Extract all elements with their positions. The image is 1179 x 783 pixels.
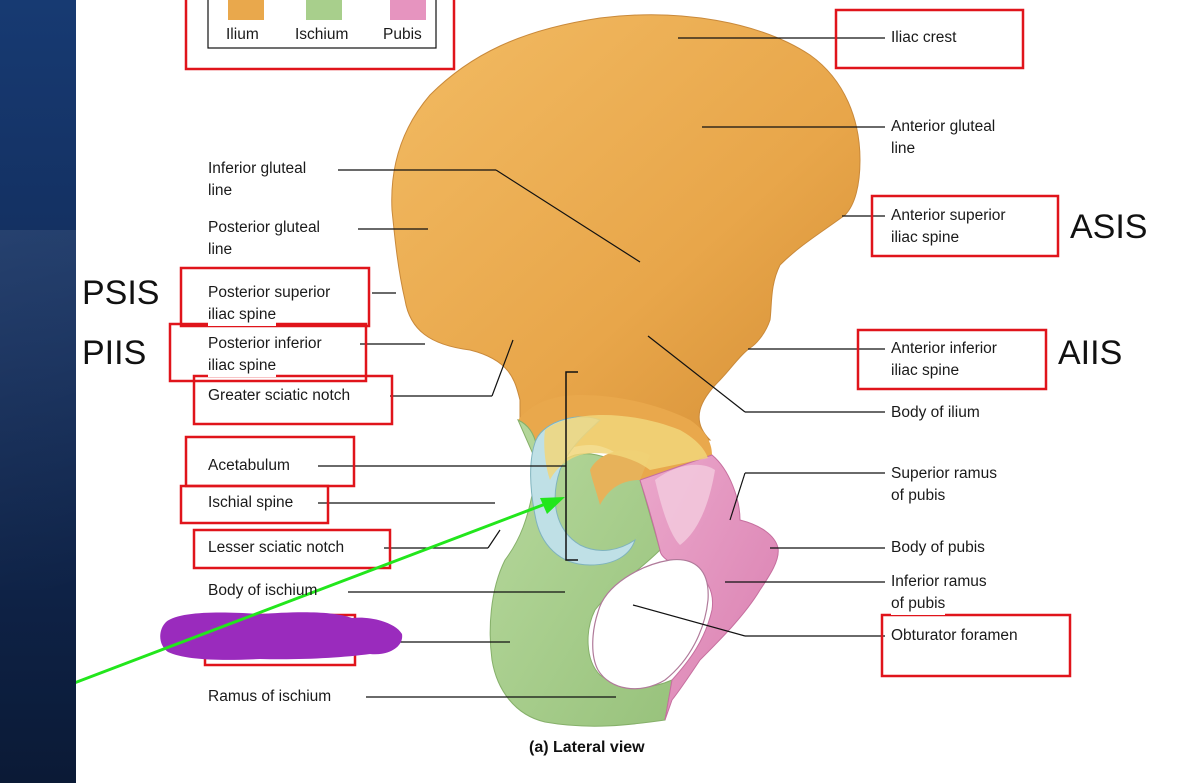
label-acetabulum: Acetabulum [208, 455, 290, 477]
label-inferior-ramus-1: Inferior ramus [891, 571, 987, 593]
label-iliac-crest: Iliac crest [891, 27, 957, 49]
legend-label-pubis: Pubis [383, 26, 422, 43]
legend [207, 0, 437, 49]
abbr-piis: PIIS [82, 334, 147, 372]
slide-canvas: Ilium Ischium Pubis Iliac crest Anterior… [76, 0, 1179, 783]
label-superior-ramus-1: Superior ramus [891, 463, 997, 485]
green-arrow [76, 497, 565, 684]
label-body-of-ischium: Body of ischium [208, 582, 318, 599]
hip-bone-diagram [76, 0, 1072, 727]
label-inferior-gluteal-line-2: line [208, 180, 233, 202]
redaction-scribble [160, 612, 403, 660]
label-lesser-sciatic-notch: Lesser sciatic notch [208, 537, 345, 559]
label-piis-2: iliac spine [208, 355, 277, 377]
figure-caption: (a) Lateral view [529, 739, 645, 756]
label-piis-1: Posterior inferior [208, 333, 322, 355]
label-aiis-1: Anterior inferior [891, 338, 997, 360]
highlight-boxes [168, 0, 1072, 678]
acetabulum-fossa [590, 450, 650, 505]
label-ramus-of-ischium: Ramus of ischium [208, 686, 332, 708]
leader-lines [318, 37, 885, 698]
label-posterior-gluteal-line-2: line [208, 239, 233, 261]
highlight-lesser-sciatic-notch [192, 528, 392, 570]
highlight-psis [179, 266, 371, 328]
sidebar-facet [0, 230, 76, 590]
abbr-psis: PSIS [82, 274, 160, 312]
ilium-bone [391, 14, 861, 441]
legend-label-ischium: Ischium [295, 26, 349, 43]
highlight-obturator-foramen [880, 613, 1072, 678]
label-psis-1: Posterior superior [208, 282, 331, 304]
label-asis-2: iliac spine [891, 227, 960, 249]
label-posterior-gluteal-line-1: Posterior gluteal [208, 217, 321, 239]
label-inferior-ramus-2: of pubis [891, 593, 946, 615]
legend-swatch-ischium [306, 0, 342, 20]
legend-swatch-pubis [390, 0, 426, 20]
label-aiis-2: iliac spine [891, 360, 960, 382]
label-psis-2: iliac spine [208, 304, 277, 326]
label-inferior-gluteal-line-1: Inferior gluteal [208, 158, 307, 180]
highlight-ischial-spine [179, 484, 330, 525]
slide-sidebar [0, 0, 76, 783]
highlight-iliac-crest [834, 8, 1025, 70]
highlight-aiis [856, 328, 1048, 391]
acetabulum-ilium-rim [544, 415, 708, 480]
label-superior-ramus-2: of pubis [891, 485, 946, 507]
highlight-greater-sciatic-notch [192, 374, 394, 426]
abbr-asis: ASIS [1070, 208, 1148, 246]
obturator-foramen-hole [592, 558, 709, 690]
highlight-legend [184, 0, 456, 71]
label-anterior-gluteal-line-1: Anterior gluteal [891, 116, 996, 138]
highlight-asis [870, 194, 1060, 258]
label-body-of-pubis: Body of pubis [891, 537, 985, 559]
acetabulum-pubis-rim [655, 464, 715, 545]
label-asis-1: Anterior superior [891, 205, 1006, 227]
label-anterior-gluteal-line-2: line [891, 138, 916, 160]
legend-label-ilium: Ilium [226, 26, 259, 43]
label-body-of-ilium: Body of ilium [891, 402, 980, 424]
label-obturator-foramen: Obturator foramen [891, 625, 1018, 647]
abbr-aiis: AIIS [1058, 334, 1123, 372]
legend-swatch-ilium [228, 0, 264, 20]
label-greater-sciatic-notch: Greater sciatic notch [208, 385, 351, 407]
label-ischial-spine: Ischial spine [208, 492, 294, 514]
